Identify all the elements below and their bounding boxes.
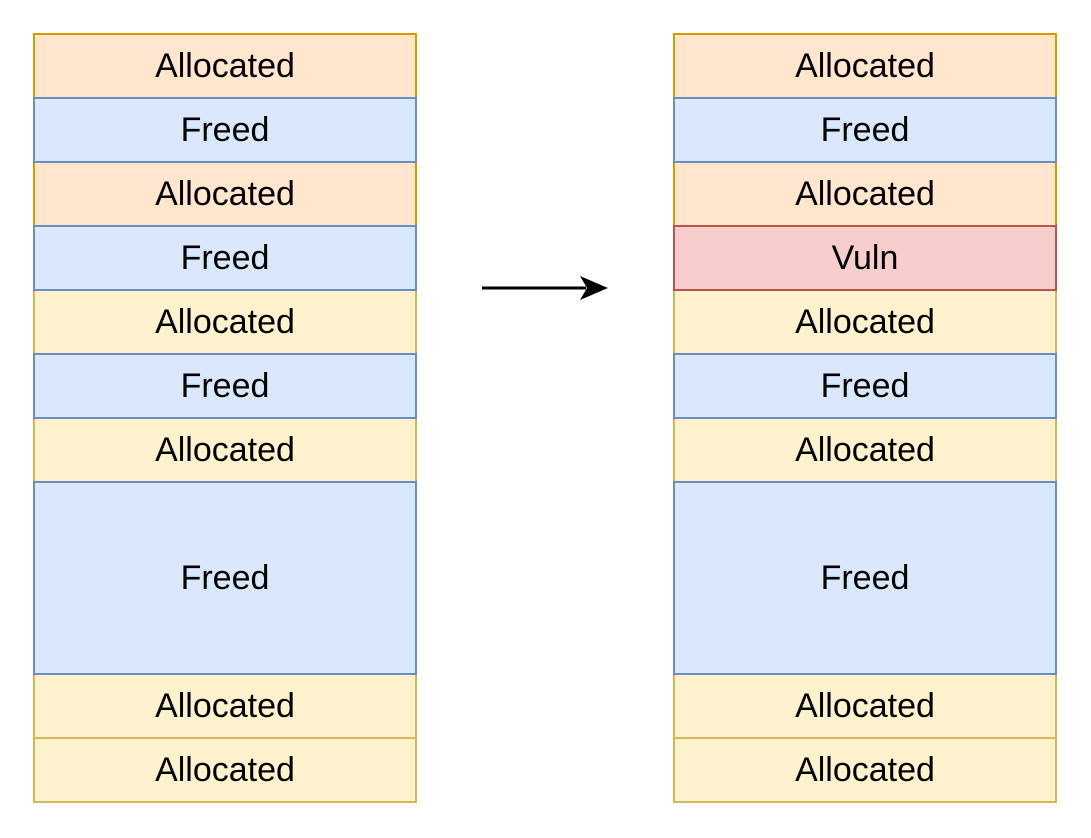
block-label: Allocated <box>155 750 295 789</box>
before-block-allocated-yellow: Allocated <box>33 289 417 355</box>
block-label: Allocated <box>795 302 935 341</box>
block-label: Allocated <box>795 686 935 725</box>
before-block-allocated-orange: Allocated <box>33 33 417 99</box>
arrow-head <box>580 276 608 300</box>
before-block-allocated-yellow: Allocated <box>33 417 417 483</box>
block-label: Freed <box>820 366 910 405</box>
after-block-vuln: Vuln <box>673 225 1057 291</box>
transition-arrow <box>480 273 614 303</box>
after-block-allocated-yellow: Allocated <box>673 417 1057 483</box>
block-label: Allocated <box>155 302 295 341</box>
block-label: Allocated <box>155 686 295 725</box>
block-label: Allocated <box>795 174 935 213</box>
before-block-allocated-yellow: Allocated <box>33 737 417 803</box>
before-block-freed: Freed <box>33 97 417 163</box>
before-block-freed: Freed <box>33 225 417 291</box>
before-block-allocated-yellow: Allocated <box>33 673 417 739</box>
block-label: Allocated <box>795 46 935 85</box>
block-label: Allocated <box>155 46 295 85</box>
block-label: Freed <box>820 110 910 149</box>
block-label: Freed <box>180 110 270 149</box>
block-label: Freed <box>180 366 270 405</box>
after-block-allocated-orange: Allocated <box>673 33 1057 99</box>
after-block-allocated-yellow: Allocated <box>673 737 1057 803</box>
block-label: Allocated <box>155 430 295 469</box>
after-block-allocated-orange: Allocated <box>673 161 1057 227</box>
block-label: Freed <box>820 558 910 597</box>
block-label: Freed <box>180 558 270 597</box>
block-label: Allocated <box>795 430 935 469</box>
before-block-freed: Freed <box>33 353 417 419</box>
block-label: Allocated <box>795 750 935 789</box>
block-label: Vuln <box>831 238 899 277</box>
before-block-allocated-orange: Allocated <box>33 161 417 227</box>
block-label: Freed <box>180 238 270 277</box>
right-arrow-icon <box>482 276 608 300</box>
before-block-freed: Freed <box>33 481 417 675</box>
after-block-freed: Freed <box>673 353 1057 419</box>
after-block-allocated-yellow: Allocated <box>673 289 1057 355</box>
after-block-freed: Freed <box>673 481 1057 675</box>
after-block-allocated-yellow: Allocated <box>673 673 1057 739</box>
after-block-freed: Freed <box>673 97 1057 163</box>
block-label: Allocated <box>155 174 295 213</box>
